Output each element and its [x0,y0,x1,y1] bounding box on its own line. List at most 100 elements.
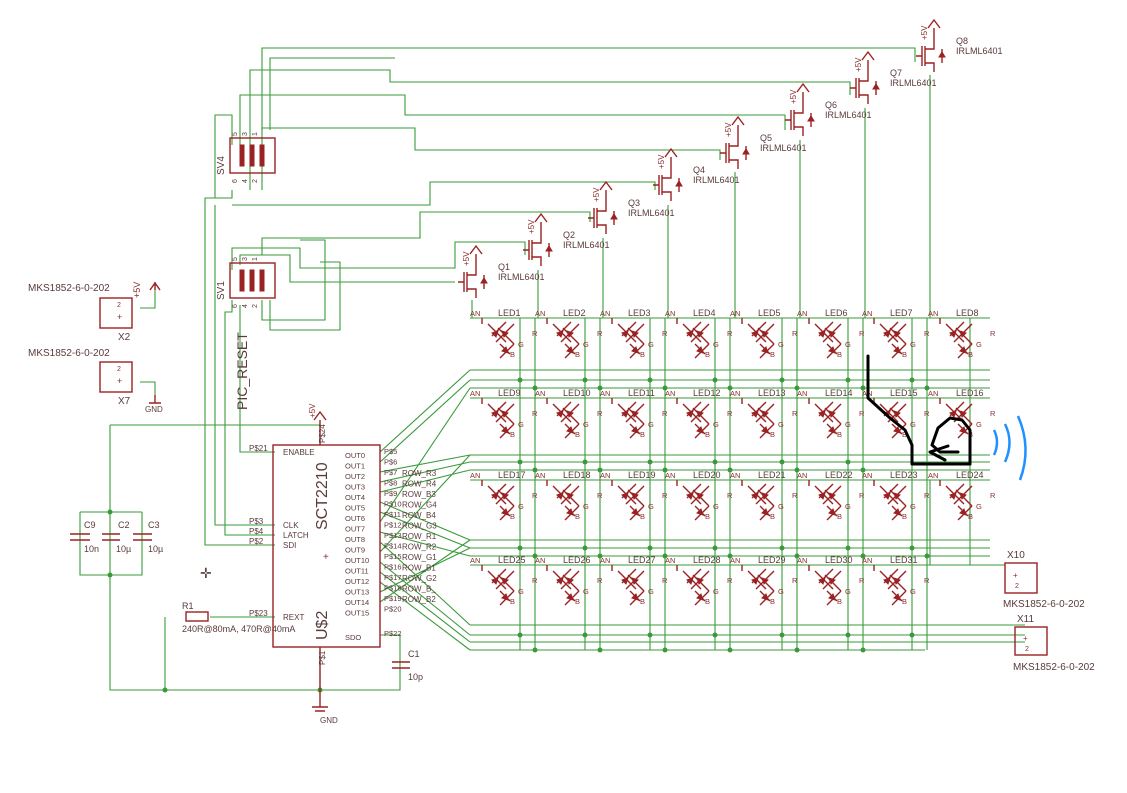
mosfet-5v-label: +5V [592,187,601,202]
led-green-label: G [910,587,916,596]
sv4-pin-2: 2 [252,179,259,183]
led-anode-label: AN [665,471,675,480]
led-ref: LED26 [563,555,591,565]
led-blue-label: B [705,430,710,439]
led-blue-label: B [705,350,710,359]
led-blue-label: B [902,430,907,439]
mosfet-part: IRLML6401 [956,46,1003,56]
led-ref: LED8 [956,308,979,318]
wire-layer [79,47,1025,691]
led-ref: LED15 [890,388,918,398]
led-red-label: R [792,491,798,500]
led-anode-label: AN [797,556,807,565]
led-ref: LED22 [825,470,853,480]
chip-name: SCT2210 [314,462,331,530]
led-red-label: R [597,576,603,585]
led-ref: LED13 [758,388,786,398]
led-blue-label: B [640,350,645,359]
led-green-label: G [648,340,654,349]
svg-text:10µ: 10µ [116,544,131,554]
led-blue-label: B [902,597,907,606]
led-ref: LED20 [693,470,721,480]
led-blue-label: B [705,512,710,521]
jumper-x2: 2 + MKS1852-6-0-202 X2 +5V [28,282,161,343]
mosfet-ref: Q8 [956,36,968,46]
led-anode-label: AN [600,389,610,398]
led-green-label: G [845,587,851,596]
led-anode-label: AN [862,471,872,480]
chip-pin-number: P$10 [384,500,402,509]
chip-pin-label: OUT13 [345,588,369,597]
svg-text:MKS1852-6-0-202: MKS1852-6-0-202 [1013,662,1095,673]
chip-pin-label: OUT9 [345,546,365,555]
led-red-label: R [727,329,733,338]
row-net-label: ROW_R3 [402,469,437,478]
chip-pin-label: OUT6 [345,514,365,523]
led-ref: LED23 [890,470,918,480]
led-blue-label: B [968,512,973,521]
led-red-label: R [662,576,668,585]
chip-pin-number: P$9 [384,489,397,498]
led-blue-label: B [510,350,515,359]
chip-pin-number: P$19 [384,594,402,603]
led-blue-label: B [510,430,515,439]
chip-pin-label: OUT15 [345,609,369,618]
led-green-label: G [845,340,851,349]
led-red-label: R [597,491,603,500]
led-ref: LED19 [628,470,656,480]
chip-pin-label: OUT10 [345,556,369,565]
sv1-pin-4: 4 [242,304,249,308]
chip-pin-label: OUT5 [345,504,365,513]
led-blue-label: B [640,430,645,439]
row-net-label: ROW_B3 [402,490,436,499]
led-anode-label: AN [797,389,807,398]
x7-ref-label: X7 [118,396,131,407]
led-anode-label: AN [470,309,480,318]
chip-pin-number: P$13 [384,531,402,540]
svg-text:+: + [323,552,329,563]
led-blue-label: B [510,597,515,606]
led-blue-label: B [575,597,580,606]
svg-text:X10: X10 [1007,550,1025,561]
led-red-label: R [727,491,733,500]
led-red-label: R [859,576,865,585]
mosfet-part: IRLML6401 [693,175,740,185]
led-green-label: G [713,340,719,349]
chip-pin-number: P$6 [384,458,397,467]
led-anode-label: AN [600,556,610,565]
chip-pin-label: REXT [283,613,304,622]
x7-part-label: MKS1852-6-0-202 [28,348,110,359]
led-green-label: G [518,587,524,596]
led-anode-label: AN [470,471,480,480]
svg-text:10n: 10n [84,544,99,554]
svg-text:2: 2 [1025,646,1029,653]
chip-pin-label: OUT11 [345,567,369,576]
led-ref: LED31 [890,555,918,565]
chip-pin-out5: OUT5 P$10 [345,500,402,513]
row-net-label: ROW_G2 [402,574,437,583]
led-anode-label: AN [730,389,740,398]
row-net-label: ROW_G3 [402,522,437,531]
led-green-label: G [583,502,589,511]
mosfet-part: IRLML6401 [628,208,675,218]
led-green-label: G [845,502,851,511]
svg-text:2: 2 [1015,583,1019,590]
led-red-label: R [859,329,865,338]
chip-pin-label: SDI [283,541,296,550]
